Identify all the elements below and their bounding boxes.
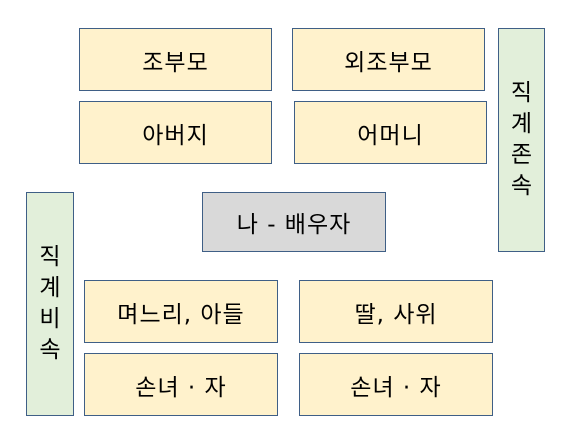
son-and-daughter-in-law-label: 며느리, 아들 bbox=[117, 301, 245, 328]
maternal-grandparents-label: 외조부모 bbox=[344, 49, 433, 76]
daughter-and-son-in-law-label: 딸, 사위 bbox=[354, 301, 438, 328]
grandchildren-left-box: 손녀 · 자 bbox=[84, 353, 278, 416]
lineal-ascendants-label: 직계존속 bbox=[510, 80, 533, 199]
self-spouse-label: 나 - 배우자 bbox=[236, 212, 352, 238]
maternal-grandparents-box: 외조부모 bbox=[292, 28, 485, 91]
lineal-descendants-label: 직계비속 bbox=[39, 244, 61, 363]
son-and-daughter-in-law-box: 며느리, 아들 bbox=[84, 280, 278, 343]
mother-label: 어머니 bbox=[357, 122, 424, 149]
lineal-ascendants-box: 직계존속 bbox=[498, 28, 545, 252]
grandchildren-right-box: 손녀 · 자 bbox=[299, 353, 493, 416]
daughter-and-son-in-law-box: 딸, 사위 bbox=[299, 280, 493, 343]
self-spouse-box: 나 - 배우자 bbox=[202, 192, 386, 252]
grandchildren-left-label: 손녀 · 자 bbox=[135, 374, 227, 401]
paternal-grandparents-box: 조부모 bbox=[79, 28, 272, 91]
father-label: 아버지 bbox=[142, 122, 209, 149]
lineal-descendants-box: 직계비속 bbox=[26, 192, 74, 416]
paternal-grandparents-label: 조부모 bbox=[142, 49, 209, 76]
mother-box: 어머니 bbox=[294, 101, 487, 164]
grandchildren-right-label: 손녀 · 자 bbox=[350, 374, 442, 401]
father-box: 아버지 bbox=[79, 101, 272, 164]
